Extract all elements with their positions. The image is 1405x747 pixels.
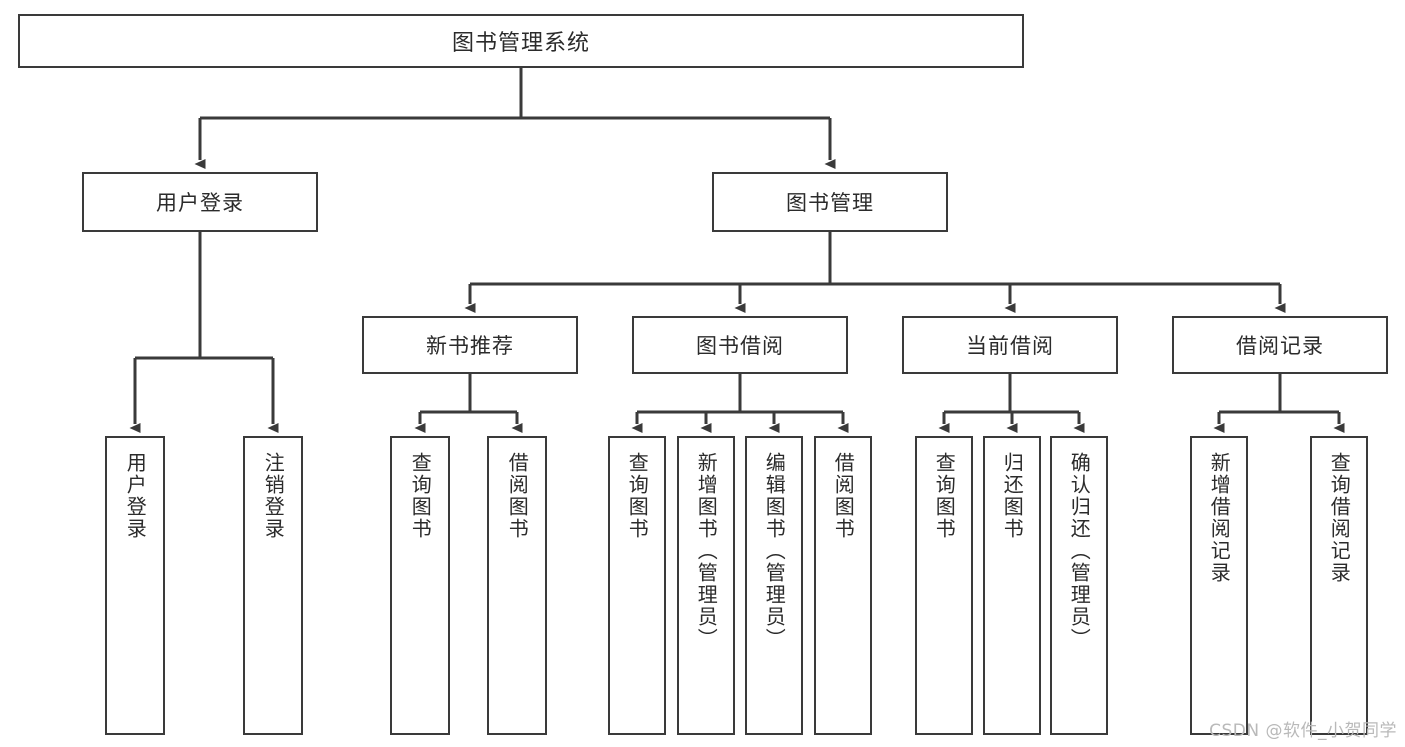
leaf-node-label: 确认归还（管理员） (1067, 452, 1092, 650)
node-book-borrow-label: 图书借阅 (696, 334, 784, 358)
watermark: CSDN @软件_小贺同学 (1209, 721, 1397, 741)
leaf-node-label: 查询借阅记录 (1327, 452, 1352, 584)
leaf-node-label: 查询图书 (932, 452, 957, 540)
leaf-node[interactable]: 用户登录 (105, 436, 165, 735)
leaf-node[interactable]: 查询借阅记录 (1310, 436, 1368, 735)
node-user-login-label: 用户登录 (156, 191, 244, 215)
leaf-node-label: 归还图书 (1000, 452, 1025, 540)
leaf-node[interactable]: 新增图书（管理员） (677, 436, 735, 735)
leaf-node[interactable]: 归还图书 (983, 436, 1041, 735)
leaf-node-label: 新增图书（管理员） (694, 452, 719, 650)
leaf-node-label: 借阅图书 (505, 452, 530, 540)
node-borrow-record-label: 借阅记录 (1236, 334, 1324, 358)
node-current-borrow-label: 当前借阅 (966, 334, 1054, 358)
leaf-node-label: 编辑图书（管理员） (762, 452, 787, 650)
leaf-node[interactable]: 注销登录 (243, 436, 303, 735)
node-new-book-recommend[interactable]: 新书推荐 (362, 316, 578, 374)
leaf-node[interactable]: 查询图书 (608, 436, 666, 735)
node-current-borrow[interactable]: 当前借阅 (902, 316, 1118, 374)
leaf-node-label: 注销登录 (261, 452, 286, 540)
node-new-book-recommend-label: 新书推荐 (426, 334, 514, 358)
leaf-node-label: 查询图书 (408, 452, 433, 540)
leaf-node-label: 新增借阅记录 (1207, 452, 1232, 584)
node-book-manage-label: 图书管理 (786, 191, 874, 215)
leaf-node[interactable]: 编辑图书（管理员） (745, 436, 803, 735)
leaf-node[interactable]: 借阅图书 (814, 436, 872, 735)
node-book-manage[interactable]: 图书管理 (712, 172, 948, 232)
node-book-borrow[interactable]: 图书借阅 (632, 316, 848, 374)
leaf-node[interactable]: 查询图书 (390, 436, 450, 735)
leaf-node[interactable]: 借阅图书 (487, 436, 547, 735)
leaf-node-label: 查询图书 (625, 452, 650, 540)
leaf-node-label: 借阅图书 (831, 452, 856, 540)
node-user-login[interactable]: 用户登录 (82, 172, 318, 232)
leaf-node[interactable]: 新增借阅记录 (1190, 436, 1248, 735)
leaf-node[interactable]: 确认归还（管理员） (1050, 436, 1108, 735)
node-borrow-record[interactable]: 借阅记录 (1172, 316, 1388, 374)
leaf-node[interactable]: 查询图书 (915, 436, 973, 735)
node-root-label: 图书管理系统 (451, 31, 590, 56)
leaf-node-label: 用户登录 (123, 452, 148, 540)
node-root[interactable]: 图书管理系统 (18, 14, 1024, 68)
